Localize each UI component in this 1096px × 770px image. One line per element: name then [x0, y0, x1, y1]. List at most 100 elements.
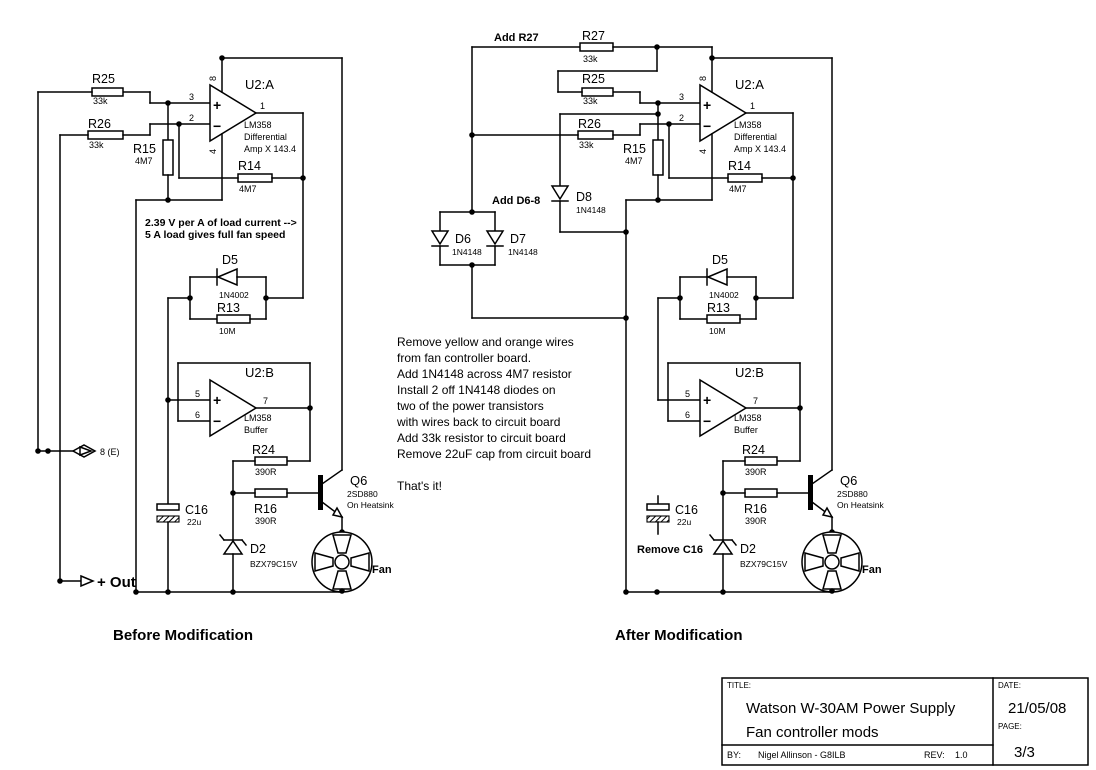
transistor-q6-note: On Heatsink	[347, 500, 395, 510]
resistor-r24-body	[254, 456, 288, 466]
gain-note-line1: 2.39 V per A of load current -->	[145, 217, 297, 229]
transistor-q6-base-bar	[318, 475, 323, 510]
junction-dot	[623, 315, 629, 321]
resistor-r26-ref: R26	[88, 117, 111, 131]
resistor-r27-ref: R27	[582, 29, 605, 43]
resistor-r27-value: 33k	[583, 54, 598, 64]
resistor-r16-body	[744, 488, 778, 498]
opamp-b-pin7-number: 7	[263, 396, 268, 406]
notes-line: Add 33k resistor to circuit board	[397, 431, 566, 445]
opamp-a-pin8-number: 8	[208, 76, 218, 81]
resistor-r25-ref: R25	[582, 72, 605, 86]
drawing-title-line2: Fan controller mods	[746, 724, 879, 741]
opamp-a-pin1-number: 1	[750, 101, 755, 111]
opamp-a-pin1-number: 1	[260, 101, 265, 111]
transistor-q6-collector	[320, 468, 344, 486]
fan-blade	[332, 534, 352, 554]
opamp-a-pin2-number: 2	[189, 113, 194, 123]
fan-blade	[804, 552, 824, 572]
resistor-r13-body	[216, 314, 251, 324]
capacitor-c16-plate-neg	[646, 515, 670, 523]
fan-blade	[314, 552, 334, 572]
resistor-r15-body	[652, 139, 664, 176]
fan-blade	[822, 570, 842, 590]
resistor-r24-ref: R24	[742, 443, 765, 457]
resistor-r14-value: 4M7	[239, 184, 257, 194]
opamp-b-pin6-number: 6	[195, 410, 200, 420]
opamp-a-minus-sign: −	[213, 118, 221, 134]
diode-d8-body	[550, 185, 570, 201]
opamp-a-plus-sign: +	[213, 97, 221, 113]
notes-line: Install 2 off 1N4148 diodes on	[397, 383, 556, 397]
opamp-b-desc: Buffer	[244, 425, 268, 435]
opamp-b-minus-sign: −	[213, 413, 221, 429]
pin8e-port-arrow	[79, 445, 94, 457]
opamp-a-pin8-number: 8	[698, 76, 708, 81]
opamp-b-body	[699, 378, 748, 438]
title-block-border	[721, 677, 1089, 766]
drawing-title-line1: Watson W-30AM Power Supply	[746, 700, 956, 717]
notes-line: from fan controller board.	[397, 351, 531, 365]
diode-d7-ref: D7	[510, 232, 526, 246]
resistor-r16-ref: R16	[744, 502, 767, 516]
plus-out-tag-label: + Out	[97, 574, 136, 591]
junction-dot	[623, 589, 629, 595]
by-label: BY:	[727, 750, 741, 760]
resistor-r14-ref: R14	[728, 159, 751, 173]
diode-d5-ref: D5	[222, 253, 238, 267]
transistor-q6-collector	[810, 468, 834, 486]
capacitor-c16-value: 22u	[677, 517, 691, 527]
resistor-r16-ref: R16	[254, 502, 277, 516]
notes-line: Remove 22uF cap from circuit board	[397, 447, 591, 461]
wire	[240, 538, 248, 547]
opamp-b-pin6-number: 6	[685, 410, 690, 420]
fan-blade	[332, 570, 352, 590]
capacitor-c16-ref: C16	[675, 503, 698, 517]
opamp-a-part: LM358	[244, 120, 272, 130]
fan-hub	[334, 554, 350, 570]
opamp-b-plus-sign: +	[703, 392, 711, 408]
junction-dot	[133, 589, 139, 595]
opamp-b-name: U2:B	[735, 365, 764, 380]
resistor-r26-body	[87, 130, 124, 140]
resistor-r15-value: 4M7	[135, 156, 153, 166]
resistor-r14-body	[727, 173, 763, 183]
remove-c16-note: Remove C16	[637, 544, 703, 556]
capacitor-c16-ref: C16	[185, 503, 208, 517]
diode-d5-ref: D5	[712, 253, 728, 267]
opamp-a-pin2-number: 2	[679, 113, 684, 123]
wire	[218, 533, 226, 542]
wire	[708, 533, 716, 542]
resistor-r15-value: 4M7	[625, 156, 643, 166]
diode-d7-value: 1N4148	[508, 247, 538, 257]
date-label: DATE:	[998, 681, 1021, 690]
opamp-b-body	[209, 378, 258, 438]
transistor-q6-ref: Q6	[350, 473, 367, 488]
capacitor-c16-value: 22u	[187, 517, 201, 527]
junction-dot	[300, 175, 306, 181]
resistor-r26-body	[577, 130, 614, 140]
resistor-r14-ref: R14	[238, 159, 261, 173]
opamp-b-plus-sign: +	[213, 392, 221, 408]
diode-d8-value: 1N4148	[576, 205, 606, 215]
notes-line: with wires back to circuit board	[396, 415, 560, 429]
pin8e-tag-label: 8 (E)	[100, 447, 120, 457]
after-caption: After Modification	[615, 627, 743, 644]
resistor-r13-ref: R13	[217, 301, 240, 315]
junction-dot	[469, 209, 475, 215]
opamp-a-pin4-number: 4	[208, 149, 218, 154]
resistor-r16-value: 390R	[745, 516, 767, 526]
diode-d5-body	[216, 267, 238, 287]
zener-d2-body	[222, 539, 244, 555]
transistor-q6-part: 2SD880	[837, 489, 868, 499]
opamp-b-minus-sign: −	[703, 413, 711, 429]
resistor-r25-value: 33k	[583, 96, 598, 106]
opamp-a-pin3-number: 3	[189, 92, 194, 102]
transistor-q6-emitter-arrow	[331, 506, 344, 519]
by-value: Nigel Allinson - G8ILB	[758, 750, 846, 760]
opamp-b-name: U2:B	[245, 365, 274, 380]
transistor-q6-emitter-arrow	[821, 506, 834, 519]
junction-dot	[339, 588, 345, 594]
opamp-a-name: U2:A	[245, 77, 274, 92]
